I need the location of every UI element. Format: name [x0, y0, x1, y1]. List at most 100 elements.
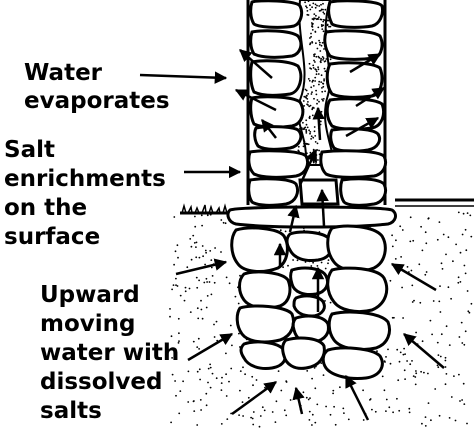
mortar-dot [316, 99, 319, 101]
mortar-dot [305, 132, 308, 134]
soil-dot [342, 407, 345, 410]
mortar-dot [307, 101, 309, 103]
soil-dot [194, 215, 196, 218]
soil-dot [252, 423, 255, 426]
soil-dot [274, 421, 277, 423]
soil-dot [467, 310, 470, 313]
mortar-dot [307, 93, 309, 95]
mortar-dot [323, 12, 326, 15]
soil-dot [444, 366, 447, 368]
mortar-dot [320, 110, 323, 113]
soil-dot [453, 375, 455, 377]
mortar-dot [307, 143, 310, 146]
soil-dot [399, 351, 402, 354]
mortar-dot [320, 44, 323, 47]
soil-dot [261, 406, 264, 409]
soil-dot [383, 389, 386, 392]
soil-dot [205, 306, 208, 309]
label-upward-moving-water: Upward moving water with dissolved salts [40, 282, 187, 424]
soil-dot [208, 281, 211, 283]
mortar-dot [314, 68, 317, 71]
mortar-dot [305, 119, 308, 122]
soil-dot [459, 251, 462, 254]
soil-dot [374, 410, 377, 413]
mortar-dot [312, 79, 314, 82]
soil-dot [466, 290, 469, 292]
soil-dot [385, 398, 388, 401]
mortar-dot [309, 4, 311, 7]
mortar-dot [313, 13, 316, 16]
soil-dot [196, 370, 199, 373]
soil-dot [465, 249, 468, 252]
mortar-dot [309, 8, 312, 11]
mortar-dot [311, 6, 313, 9]
label-water-evaporates: Water evaporates [24, 60, 170, 114]
soil-dot [414, 376, 417, 378]
soil-dot [418, 263, 421, 266]
mortar-dot [317, 55, 320, 58]
soil-dot [424, 425, 427, 427]
soil-dot [283, 409, 286, 412]
soil-dot [176, 244, 179, 247]
soil-dot [444, 356, 447, 359]
mortar-dot [314, 6, 317, 9]
soil-dot [190, 258, 193, 261]
soil-dot [175, 284, 177, 286]
soil-dot [436, 364, 439, 367]
mortar-dot [312, 2, 315, 5]
mortar-dot [309, 43, 311, 46]
mortar-dot [329, 25, 332, 28]
soil-dot [205, 251, 208, 254]
soil-dot [461, 399, 463, 401]
soil-dot [437, 354, 440, 356]
mortar-dot [312, 85, 315, 87]
soil-dot [238, 414, 241, 416]
soil-dot [311, 377, 313, 380]
mortar-dot [312, 67, 315, 69]
soil-dot [398, 409, 401, 412]
soil-dot [196, 424, 199, 426]
soil-dot [197, 337, 200, 340]
soil-dot [204, 249, 207, 252]
soil-dot [409, 240, 412, 243]
soil-dot [389, 362, 392, 365]
soil-dot [206, 214, 209, 217]
mortar-dot [305, 94, 308, 97]
soil-dot [413, 299, 415, 302]
mortar-dot [308, 79, 311, 82]
mortar-dot [322, 85, 325, 88]
mortar-dot [316, 102, 318, 105]
soil-dot [362, 389, 364, 392]
soil-dot [312, 261, 314, 264]
mortar-dot [323, 67, 326, 70]
soil-dot [320, 362, 323, 364]
mortar-dot [326, 23, 329, 26]
mortar-dot [305, 142, 308, 145]
soil-dot [220, 219, 223, 221]
soil-dot [206, 281, 209, 283]
soil-dot [411, 301, 414, 303]
soil-dot [251, 417, 254, 420]
soil-dot [401, 229, 404, 231]
soil-dot [402, 353, 405, 356]
soil-dot [429, 319, 432, 322]
mortar-dot [321, 25, 323, 28]
soil-dot [462, 212, 465, 215]
mortar-dot [315, 73, 318, 76]
mortar-dot [320, 24, 323, 26]
soil-dot [463, 343, 466, 346]
soil-dot [459, 400, 461, 402]
soil-dot [228, 282, 231, 285]
mortar-dot [321, 41, 324, 44]
soil-dot [205, 277, 208, 280]
soil-dot [220, 389, 223, 391]
soil-dot [210, 293, 213, 296]
soil-dot [439, 355, 442, 358]
soil-dot [244, 373, 247, 376]
mortar-dot [311, 29, 314, 31]
soil-dot [424, 273, 427, 276]
soil-dot [195, 241, 198, 244]
soil-dot [287, 264, 289, 267]
label-line: moving [40, 311, 135, 337]
